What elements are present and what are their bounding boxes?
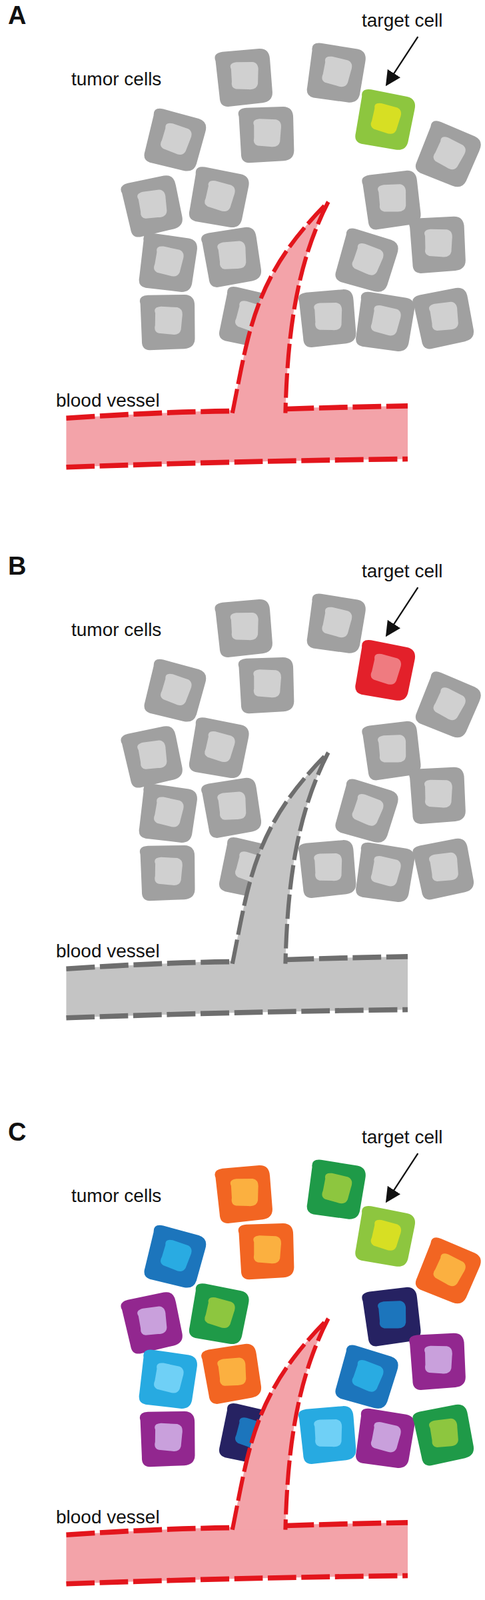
vessel-label: blood vessel [55,940,160,962]
panel-letter: A [7,1,26,30]
tumor-cell [187,716,251,780]
tumor-cell [333,776,402,845]
tumor-cell [413,668,485,741]
cell-label: tumor cells [71,619,162,641]
target-label: target cell [361,560,443,582]
tumor-cell [138,1347,199,1409]
tumor-cell [199,1339,266,1406]
tumor-cell [118,721,187,791]
tumor-cell [138,1407,198,1468]
tumor-cell [305,592,367,654]
target-label: target cell [361,10,443,32]
tumor-cell [237,1219,298,1281]
tumor-cell [213,1161,276,1225]
blood-vessel [65,1317,408,1583]
tumor-cell [305,41,367,104]
tumor-cell [305,1157,367,1220]
pointer-arrow [387,586,418,634]
tumor-cell [297,285,360,350]
panel-letter: C [7,1117,26,1146]
tumor-cell [333,1342,402,1411]
tumor-cell [410,1399,478,1468]
tumor-cell [187,165,251,230]
tumor-cell [138,782,199,843]
pointer-arrow [387,36,418,84]
tumor-cell [118,171,187,240]
tumor-cell [413,118,485,190]
tumor-cell [138,291,198,352]
tumor-cell [410,834,478,903]
blood-vessel [65,752,408,1018]
tumor-cell [237,654,298,715]
cell-label: tumor cells [71,69,162,90]
target-cell [354,1203,418,1268]
tumor-cell [297,1401,360,1465]
target-cell [354,638,418,702]
cell-label: tumor cells [71,1185,162,1206]
tumor-cell [407,213,469,275]
target-label: target cell [361,1126,443,1148]
tumor-cell [142,1223,209,1290]
pointer-arrow [387,1152,418,1200]
panel-letter: B [7,552,26,581]
tumor-cell [142,657,209,725]
tumor-cell [199,223,266,290]
target-cell [354,87,418,152]
tumor-cell [297,836,360,900]
tumor-cell [187,1281,251,1346]
tumor-cell [333,226,402,295]
tumor-cell [355,841,416,903]
tumor-cell [237,103,298,165]
vessel-label: blood vessel [55,1506,160,1527]
tumor-cell [355,1407,416,1469]
tumor-cell [213,45,276,109]
tumor-cell [410,283,478,352]
tumor-cell [142,107,209,174]
tumor-cell [138,231,199,293]
tumor-cell [355,291,416,353]
tumor-cell [413,1234,485,1306]
tumor-cell [138,842,198,903]
tumor-cell [213,595,276,659]
tumor-cell [118,1287,187,1356]
blood-vessel [65,201,408,468]
tumor-cell [199,773,266,841]
tumor-cell [407,763,469,825]
vessel-label: blood vessel [55,390,160,412]
tumor-cell [407,1329,469,1391]
